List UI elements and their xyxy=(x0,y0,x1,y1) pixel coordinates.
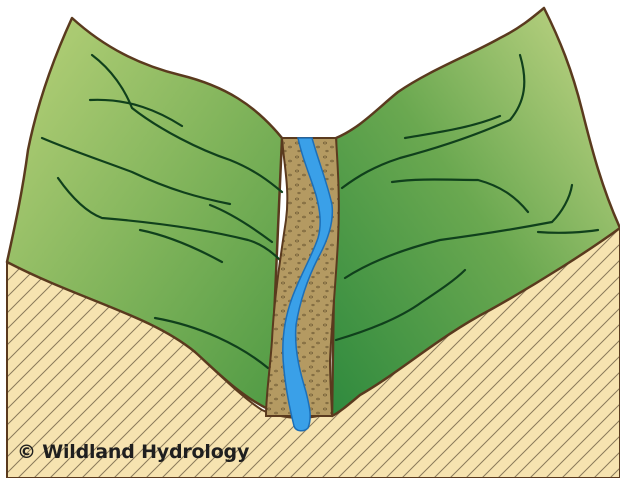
copyright-credit: © Wildland Hydrology xyxy=(17,441,249,463)
